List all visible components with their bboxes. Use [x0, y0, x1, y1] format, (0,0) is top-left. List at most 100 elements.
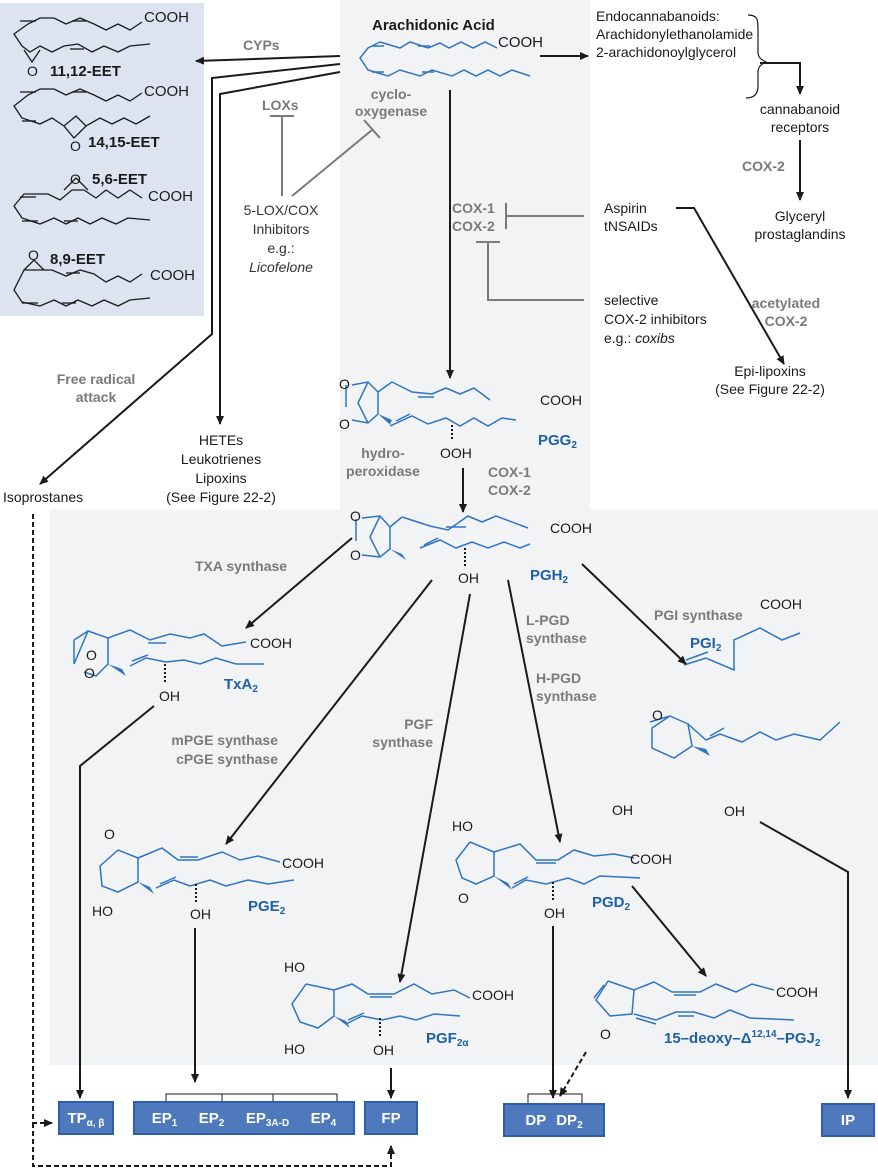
- enzyme-acetylated-cox2-line1: acetylated: [751, 295, 821, 311]
- enzyme-hydroperoxidase-1: hydro-: [361, 445, 405, 461]
- lox-cox-inhibitor-example: Licofelone: [249, 259, 313, 275]
- pge2-wedge-bond: [138, 882, 154, 894]
- receptor-tp: TPα, β: [58, 1101, 114, 1135]
- receptor-fp: FP: [364, 1101, 418, 1135]
- enzyme-cox2-endocannabinoid: COX-2: [742, 158, 785, 174]
- pge2-ketone-oxygen: O: [104, 826, 115, 842]
- arachidonic-cooh: COOH: [498, 34, 543, 51]
- arrow-pgh2-to-pge2: [225, 579, 433, 845]
- pgj2-cooh: COOH: [776, 984, 818, 1000]
- enzyme-cyclooxygenase-1: cyclo-: [370, 86, 412, 102]
- arachidonic-acid-structure: [359, 41, 531, 77]
- pgh2-oxygen-bottom: O: [350, 547, 361, 563]
- receptor-ip-label: IP: [840, 1111, 856, 1129]
- pgd2-wedge-bond: [494, 876, 512, 890]
- pgf2a-structure: [291, 983, 471, 1029]
- txa2-cooh: COOH: [250, 635, 292, 651]
- pgh2-cooh: COOH: [550, 520, 592, 536]
- pgj2-ketone-oxygen: O: [600, 1026, 611, 1042]
- tnsaids-label: tNSAIDs: [604, 218, 658, 234]
- enzyme-pgi-synthase: PGI synthase: [654, 607, 743, 623]
- pgi2-wedge-bond: [692, 746, 710, 756]
- pgh2-wedge-bond: [390, 549, 406, 560]
- pge2-cooh: COOH: [282, 855, 324, 871]
- enzyme-loxs: LOXs: [262, 97, 299, 113]
- pgf2a-ho-top: HO: [284, 959, 305, 975]
- enzyme-pgf-synthase-1: PGF: [404, 716, 433, 732]
- epi-lipoxins-reference: (See Figure 22-2): [715, 381, 825, 397]
- receptor-tp-label: TPα, β: [67, 1109, 105, 1129]
- enzyme-cox2: COX-2: [452, 218, 495, 234]
- enzyme-hpgd-synthase-1: H-PGD: [536, 670, 582, 686]
- cannabinoid-receptors-line2: receptors: [770, 119, 830, 135]
- hetes-reference: (See Figure 22-2): [166, 489, 276, 505]
- pge2-structure: [99, 847, 295, 893]
- arrow-txa2-to-tp: [76, 705, 155, 1099]
- arachidonic-acid-label: Arachidonic Acid: [372, 17, 495, 34]
- pge2-label: PGE2: [248, 898, 286, 917]
- receptor-ep1: EP1: [151, 1109, 178, 1129]
- cannabinoid-receptors-line1: cannabanoid: [759, 101, 841, 117]
- pgi2-oh-chain: OH: [724, 803, 745, 819]
- enzyme-acetylated-cox2-line2: COX-2: [764, 313, 808, 329]
- pgi2-oxygen: O: [652, 707, 663, 723]
- glyceryl-prostaglandins-line2: prostaglandins: [754, 226, 846, 242]
- txa2-structure: [73, 629, 264, 677]
- pgf2a-ho-bottom: HO: [284, 1041, 305, 1057]
- enzyme-cyps: CYPs: [243, 37, 280, 53]
- lox-cox-inhibitor-line1: 5-LOX/COX: [243, 202, 319, 218]
- pgh2-structure: [355, 515, 531, 558]
- inhibit-cox-by-coxibs: [487, 243, 584, 301]
- pgg2-label: PGG2: [538, 432, 577, 451]
- pgi2-oh-ring: OH: [612, 802, 633, 818]
- arrow-isoprostanes-to-fp: [32, 1123, 395, 1167]
- txa2-wedge-bond: [108, 664, 126, 676]
- arrow-isoprostanes-to-tp: [32, 514, 53, 1127]
- endocannabinoid-2ag: 2-arachidonoylglycerol: [596, 44, 737, 60]
- enzyme-cpge-synthase: cPGE synthase: [176, 751, 278, 767]
- inhibition-lines: [270, 115, 584, 301]
- eet-11-12-label: 11,12-EET: [50, 63, 121, 80]
- eet-14-15-label: 14,15-EET: [88, 134, 160, 151]
- arrow-pgi2-to-ip: [759, 821, 852, 1099]
- enzyme-hydroperoxidase-2: peroxidase: [346, 463, 420, 479]
- inhibit-cyclooxygenase: [291, 129, 373, 197]
- arrow-pgh2-to-pgi2: [581, 563, 687, 665]
- txa2-oh: OH: [159, 688, 180, 704]
- pgi2-cooh: COOH: [760, 596, 802, 612]
- arrow-aa-to-isoprostanes: [39, 63, 341, 485]
- pgf2a-oh: OH: [373, 1042, 394, 1058]
- pgh2-label: PGH2: [530, 567, 569, 586]
- eet-5-6-oxygen: O: [70, 171, 81, 187]
- pgd2-ketone-oxygen: O: [458, 890, 469, 906]
- coxib-line1: selective: [604, 292, 659, 308]
- coxib-line2: COX-2 inhibitors: [604, 311, 707, 327]
- enzyme-cox2-peroxidase: COX-2: [488, 482, 531, 498]
- eet-11-12-oxygen: O: [27, 63, 38, 79]
- coxib-example: coxibs: [635, 330, 675, 346]
- prostanoid-panel: [50, 510, 878, 1065]
- txa2-oxygen-bridge: O: [86, 647, 97, 663]
- eet-structures: [13, 17, 151, 307]
- pgi2-structure: [649, 627, 841, 759]
- leukotrienes-label: Leukotrienes: [180, 451, 262, 467]
- dashed-arrows: [32, 514, 587, 1167]
- pgg2-oxygen-bottom: O: [339, 416, 350, 432]
- arrow-pgj2-to-dp: [559, 1051, 587, 1097]
- eet-14-15-oxygen: O: [70, 138, 81, 154]
- enzyme-lpgd-synthase-1: L-PGD: [526, 612, 570, 628]
- eet-8-9-label: 8,9-EET: [50, 251, 106, 268]
- enzyme-txa-synthase: TXA synthase: [195, 558, 288, 574]
- pgd2-label: PGD2: [592, 894, 631, 913]
- pge2-oh: OH: [190, 906, 211, 922]
- arrow-aa-to-hetes: [216, 71, 341, 425]
- pgd2-structure: [455, 841, 641, 889]
- arrow-pgd2-to-pgj2: [631, 885, 707, 977]
- enzyme-pgf-synthase-2: synthase: [372, 734, 433, 750]
- pgg2-wedge-bond: [378, 414, 394, 428]
- receptor-ep3: EP3A-D: [245, 1109, 290, 1129]
- coxib-eg: e.g.:: [604, 330, 636, 346]
- pgg2-oxygen-top: O: [339, 376, 350, 392]
- lipoxins-label: Lipoxins: [195, 470, 247, 486]
